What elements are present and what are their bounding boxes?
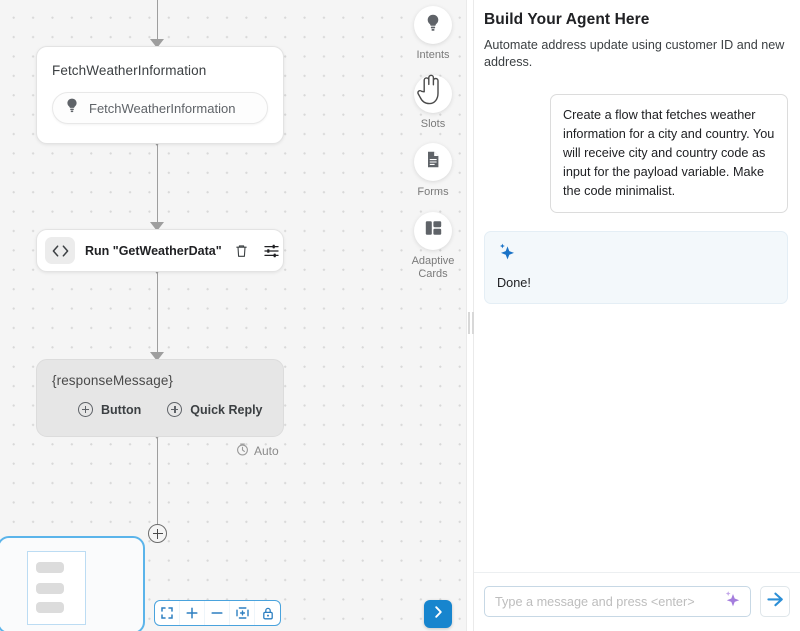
chat-message-user: Create a flow that fetches weather infor… <box>550 93 788 213</box>
splitter-grip-icon[interactable] <box>468 312 475 334</box>
chat-message-assistant: Done! <box>484 230 788 304</box>
chevron-right-icon <box>433 605 444 624</box>
document-icon <box>426 151 440 173</box>
flow-node-code[interactable]: Run "GetWeatherData" <box>36 229 284 272</box>
intent-pill[interactable]: FetchWeatherInformation <box>52 92 268 124</box>
message-node-title: {responseMessage} <box>52 373 174 388</box>
tool-intents-circle[interactable] <box>414 6 452 44</box>
flow-node-intent[interactable]: FetchWeatherInformation FetchWeatherInfo… <box>36 46 284 144</box>
tool-adaptive-cards-label-line1: Adaptive <box>411 254 455 267</box>
minimap-node <box>36 562 64 573</box>
trash-icon[interactable] <box>232 241 252 261</box>
plus-circle-icon <box>167 402 183 417</box>
code-brackets-icon <box>45 237 75 264</box>
tool-slots-label: Slots <box>420 117 446 130</box>
send-arrow-icon <box>766 592 784 612</box>
flow-node-message[interactable]: {responseMessage} Button Quick Reply <box>36 359 284 437</box>
plus-circle-icon <box>78 402 93 417</box>
add-button-label: Button <box>101 402 142 417</box>
flow-arrow-into-code <box>150 222 164 231</box>
intent-node-title: FetchWeatherInformation <box>52 63 207 78</box>
chat-input[interactable] <box>495 594 722 609</box>
flow-arrow-into-message <box>150 352 164 361</box>
minimap[interactable] <box>0 536 145 631</box>
auto-badge-label: Auto <box>254 444 279 458</box>
add-button-action[interactable]: Button <box>78 402 141 417</box>
tool-intents-label: Intents <box>416 49 450 61</box>
tool-slots[interactable]: Slots <box>414 74 452 131</box>
sparkle-icon <box>497 243 518 266</box>
code-node-label: Run "GetWeatherData" <box>85 243 222 258</box>
minimap-viewport <box>27 551 86 625</box>
auto-badge: Auto <box>236 443 279 459</box>
page-title: Build Your Agent Here <box>484 11 650 28</box>
minimap-node <box>36 583 64 594</box>
tool-forms-label: Forms <box>417 186 449 199</box>
tool-adaptive-cards-label-line2: Cards <box>418 267 448 280</box>
layout-cards-icon <box>425 220 442 241</box>
flow-edge-top <box>157 0 159 46</box>
tool-adaptive-cards-circle[interactable] <box>414 211 452 250</box>
message-node-actions: Button Quick Reply <box>52 402 268 417</box>
add-node-button[interactable] <box>148 524 167 543</box>
minus-icon[interactable] <box>205 601 230 625</box>
tool-forms[interactable]: Forms <box>414 143 452 199</box>
tool-adaptive-cards-label: Adaptive Cards <box>412 255 455 280</box>
hand-pointer-icon <box>426 82 441 105</box>
flow-edge-intent-to-code <box>157 144 159 230</box>
tool-adaptive-cards[interactable]: Adaptive Cards <box>412 211 455 280</box>
chat-message-list: Create a flow that fetches weather infor… <box>474 84 800 572</box>
zoom-toolbar[interactable] <box>154 600 281 626</box>
chat-input-wrapper[interactable] <box>484 586 751 617</box>
lightbulb-icon <box>426 14 440 37</box>
sparkle-icon[interactable] <box>722 590 742 614</box>
canvas-tool-dock[interactable]: Intents Slots <box>408 6 458 287</box>
send-message-button[interactable] <box>760 586 790 617</box>
sliders-icon[interactable] <box>262 241 282 261</box>
tool-slots-circle[interactable] <box>414 74 452 113</box>
panel-splitter[interactable] <box>466 0 475 631</box>
chat-message-assistant-text: Done! <box>497 275 531 290</box>
fit-screen-icon[interactable] <box>155 601 180 625</box>
tool-intents[interactable]: Intents <box>414 6 452 62</box>
add-quick-reply-label: Quick Reply <box>190 402 263 417</box>
next-step-button[interactable] <box>424 600 452 628</box>
panel-header: Build Your Agent Here Automate address u… <box>474 0 800 84</box>
timer-icon <box>236 443 249 459</box>
lock-icon[interactable] <box>255 601 280 625</box>
add-quick-reply-action[interactable]: Quick Reply <box>167 402 263 417</box>
move-icon[interactable] <box>230 601 255 625</box>
agent-builder-panel: Build Your Agent Here Automate address u… <box>474 0 800 631</box>
minimap-node <box>36 602 64 613</box>
plus-icon[interactable] <box>180 601 205 625</box>
lightbulb-icon <box>66 98 78 118</box>
flow-edge-code-to-message <box>157 272 159 360</box>
intent-pill-label: FetchWeatherInformation <box>89 100 236 116</box>
tool-forms-circle[interactable] <box>414 143 452 182</box>
flow-edge-message-to-add <box>157 437 159 531</box>
flow-canvas[interactable]: FetchWeatherInformation FetchWeatherInfo… <box>0 0 466 631</box>
chat-composer <box>474 572 800 631</box>
flow-arrow-into-intent <box>150 39 164 48</box>
panel-subtitle: Automate address update using customer I… <box>484 38 785 70</box>
